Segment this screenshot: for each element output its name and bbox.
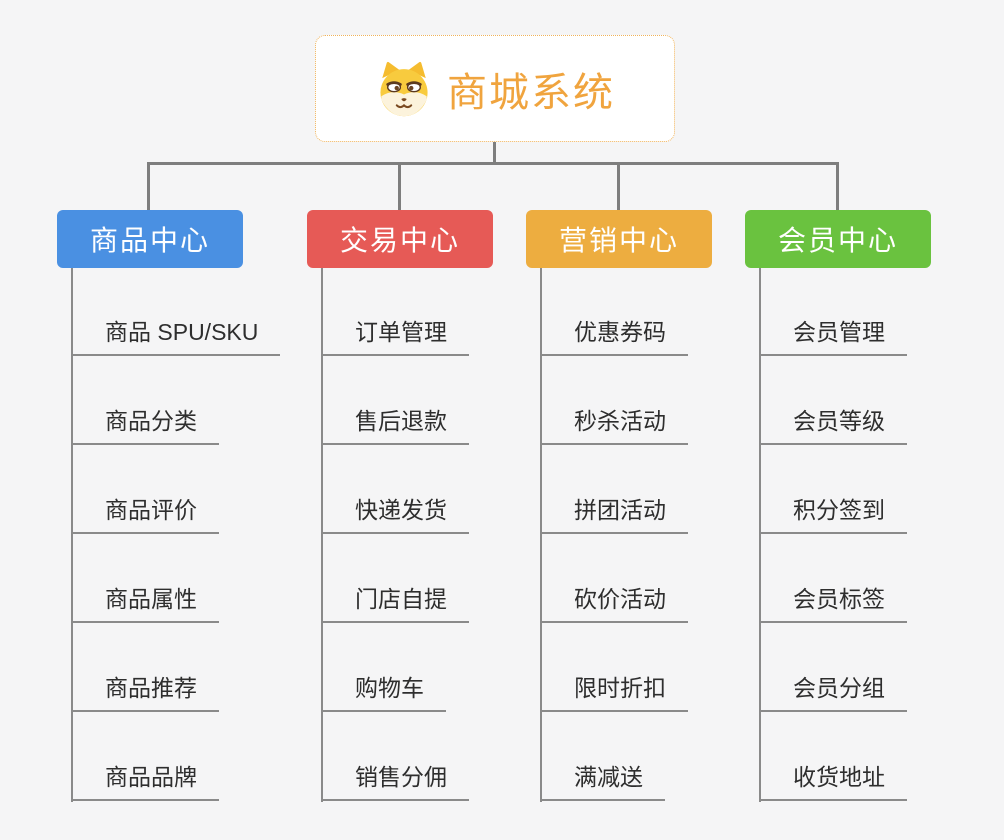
branch-box-trade-center[interactable]: 交易中心 xyxy=(307,210,493,268)
branch-box-member-center[interactable]: 会员中心 xyxy=(745,210,931,268)
leaf-item[interactable]: 会员等级 xyxy=(759,405,907,445)
branch-label: 会员中心 xyxy=(777,225,898,256)
leaf-item[interactable]: 商品 SPU/SKU xyxy=(71,316,281,356)
leaf-item[interactable]: 会员管理 xyxy=(759,316,907,356)
leaf-item[interactable]: 商品推荐 xyxy=(71,672,219,712)
connector-drop-trade xyxy=(398,162,401,210)
connector-drop-marketing xyxy=(617,162,620,210)
connector-root-stem xyxy=(493,142,496,163)
root-node[interactable]: 商城系统 xyxy=(315,35,675,142)
leaf-item[interactable]: 会员分组 xyxy=(759,672,907,712)
leaf-item[interactable]: 优惠券码 xyxy=(540,316,688,356)
leaf-item[interactable]: 拼团活动 xyxy=(540,494,688,534)
branch-label: 交易中心 xyxy=(339,225,460,256)
branch-box-product-center[interactable]: 商品中心 xyxy=(57,210,243,268)
leaf-item[interactable]: 快递发货 xyxy=(321,494,469,534)
branch-box-marketing-center[interactable]: 营销中心 xyxy=(526,210,712,268)
branch-spine-trade xyxy=(321,268,323,802)
leaf-item[interactable]: 商品品牌 xyxy=(71,761,219,801)
leaf-item[interactable]: 订单管理 xyxy=(321,316,469,356)
connector-drop-members xyxy=(836,162,839,210)
branch-spine-members xyxy=(759,268,761,802)
leaf-item[interactable]: 会员标签 xyxy=(759,583,907,623)
leaf-item[interactable]: 秒杀活动 xyxy=(540,405,688,445)
leaf-item[interactable]: 积分签到 xyxy=(759,494,907,534)
leaf-item[interactable]: 售后退款 xyxy=(321,405,469,445)
branch-spine-marketing xyxy=(540,268,542,802)
connector-bus xyxy=(147,162,839,165)
leaf-item[interactable]: 销售分佣 xyxy=(321,761,469,801)
leaf-item[interactable]: 满减送 xyxy=(540,761,665,801)
connector-drop-products xyxy=(147,162,150,210)
leaf-item[interactable]: 商品分类 xyxy=(71,405,219,445)
dog-face-icon xyxy=(380,61,428,116)
leaf-item[interactable]: 购物车 xyxy=(321,672,446,712)
branch-label: 营销中心 xyxy=(558,225,679,256)
root-title: 商城系统 xyxy=(447,70,615,115)
branch-label: 商品中心 xyxy=(89,225,210,256)
leaf-item[interactable]: 门店自提 xyxy=(321,583,469,623)
branch-spine-products xyxy=(71,268,73,802)
leaf-item[interactable]: 收货地址 xyxy=(759,761,907,801)
leaf-item[interactable]: 砍价活动 xyxy=(540,583,688,623)
leaf-item[interactable]: 限时折扣 xyxy=(540,672,688,712)
leaf-item[interactable]: 商品属性 xyxy=(71,583,219,623)
leaf-item[interactable]: 商品评价 xyxy=(71,494,219,534)
